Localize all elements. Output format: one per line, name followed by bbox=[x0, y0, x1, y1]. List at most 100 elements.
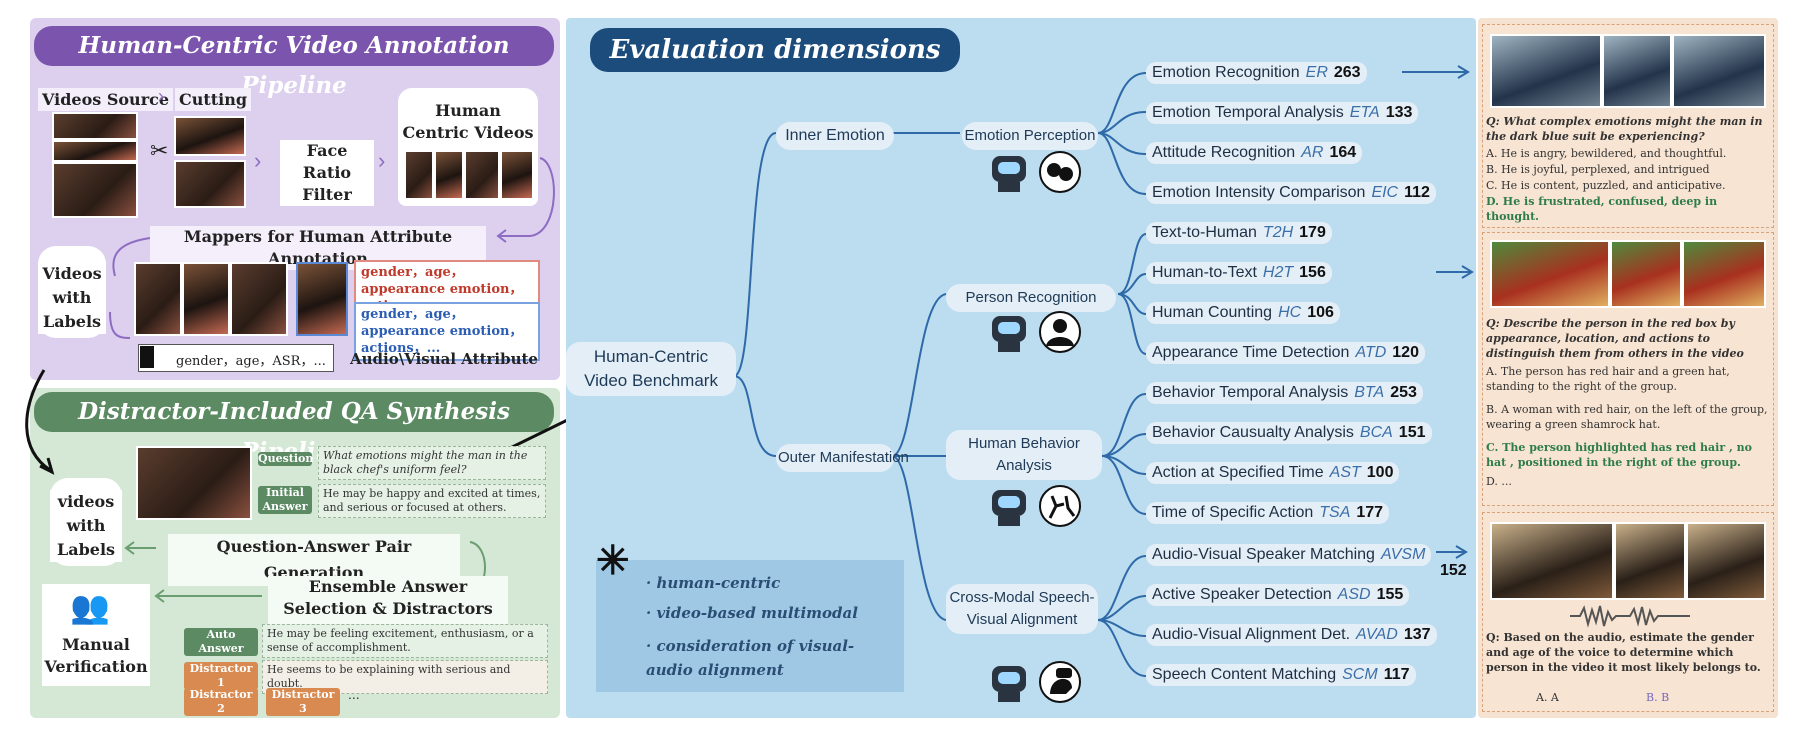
cut-thumbnail bbox=[174, 116, 246, 156]
auto-answer-text: He may be feeling excitement, enthusiasm… bbox=[262, 624, 548, 658]
robot-person-icon bbox=[990, 310, 1090, 354]
human-centric-videos-label: Human Centric Videos bbox=[400, 100, 536, 144]
example-question: Q: What complex emotions might the man i… bbox=[1486, 115, 1763, 143]
example-frame bbox=[1602, 34, 1672, 108]
emotion-perception-node: Emotion Perception bbox=[962, 122, 1098, 150]
robot-behavior-icon bbox=[990, 484, 1090, 528]
example-frame bbox=[1682, 240, 1766, 308]
hc-thumbnail bbox=[464, 150, 500, 200]
example-option: C. He is content, puzzled, and anticipat… bbox=[1486, 179, 1726, 192]
feature-item: · human-centric bbox=[646, 574, 781, 592]
example-frame bbox=[1686, 522, 1766, 600]
arrow-right-icon: › bbox=[254, 148, 262, 173]
speaker-icon bbox=[140, 346, 154, 368]
root-node: Human-Centric Video Benchmark bbox=[566, 342, 736, 396]
arrow-right-icon: › bbox=[158, 86, 164, 106]
distractor-ellipsis: ... bbox=[348, 686, 360, 702]
feature-item: · video-based multimodal bbox=[646, 604, 858, 622]
cutting-label: Cutting bbox=[175, 88, 252, 111]
distractor-1-tag: Distractor 1 bbox=[184, 662, 258, 690]
source-thumbnail bbox=[52, 140, 138, 162]
evaluation-title: Evaluation dimensions bbox=[590, 28, 960, 72]
tree-connectors bbox=[733, 65, 1474, 677]
users-icon: 👥 bbox=[70, 589, 110, 625]
av-attribute-label: Audio\Visual Attribute bbox=[350, 350, 538, 368]
example-frame bbox=[1490, 522, 1614, 600]
qa-thumbnail bbox=[136, 446, 252, 520]
robot-emotion-icon bbox=[990, 150, 1090, 194]
videos-with-labels-label: Videos with Labels bbox=[38, 262, 106, 334]
example-option: A. He is angry, bewildered, and thoughtf… bbox=[1486, 147, 1727, 160]
example-option: A. A bbox=[1536, 691, 1559, 704]
human-behavior-analysis-node: Human Behavior Analysis bbox=[946, 430, 1102, 480]
example-frame bbox=[1610, 240, 1682, 308]
hc-thumbnail bbox=[404, 150, 434, 200]
audio-attribute-text: gender，age，ASR，... bbox=[176, 354, 326, 369]
example-frame bbox=[1672, 34, 1766, 108]
example-option: B. He is joyful, perplexed, and intrigue… bbox=[1486, 163, 1710, 176]
question-text: What emotions might the man in the black… bbox=[318, 446, 546, 480]
distractor-3-tag: Distractor 3 bbox=[266, 688, 340, 716]
example-question: Q: Describe the person in the red box by… bbox=[1486, 317, 1744, 360]
asterisk-icon: ✳ bbox=[596, 539, 630, 583]
example-answer: D. He is frustrated, confused, deep in t… bbox=[1486, 195, 1718, 223]
initial-answer-text: He may be happy and excited at times, an… bbox=[318, 484, 546, 518]
auto-answer-tag: Auto Answer bbox=[184, 628, 258, 656]
annotation-connectors bbox=[109, 157, 555, 339]
videos-source-label: Videos Source bbox=[38, 88, 174, 111]
distractor-2-tag: Distractor 2 bbox=[184, 688, 258, 716]
example-option: B. B bbox=[1646, 691, 1670, 704]
cut-thumbnail bbox=[174, 160, 246, 208]
question-tag: Question bbox=[258, 452, 314, 466]
hc-thumbnail bbox=[500, 150, 534, 200]
example-question: Q: Based on the audio, estimate the gend… bbox=[1486, 631, 1761, 674]
arrow-right-icon: › bbox=[378, 148, 386, 173]
inner-emotion-node: Inner Emotion bbox=[776, 122, 894, 150]
face-ratio-filter: Face Ratio Filter bbox=[280, 140, 374, 206]
example-frame bbox=[1490, 240, 1610, 308]
mapper-thumbnail bbox=[182, 262, 230, 336]
example-frame bbox=[1490, 34, 1602, 108]
source-thumbnail bbox=[52, 112, 138, 140]
person-recognition-node: Person Recognition bbox=[946, 284, 1116, 312]
example-option: A. The person has red hair and a green h… bbox=[1486, 365, 1730, 393]
manual-verification-label: Manual Verification bbox=[42, 634, 150, 678]
videos-with-labels-label: videos with Labels bbox=[50, 490, 122, 562]
example-option: D. ... bbox=[1486, 475, 1512, 488]
robot-speech-icon bbox=[990, 660, 1090, 704]
example-option: B. A woman with red hair, on the left of… bbox=[1486, 403, 1768, 431]
example-frame bbox=[1614, 522, 1686, 600]
attribute-box-blue: gender，age，appearance emotion，actions，..… bbox=[354, 302, 540, 361]
initial-answer-tag: Initial Answer bbox=[258, 486, 312, 514]
dim-avsm-count: 152 bbox=[1440, 562, 1467, 579]
source-thumbnail bbox=[52, 162, 138, 218]
outer-manifestation-node: Outer Manifestation bbox=[776, 444, 909, 472]
feature-item: · consideration of visual-audio alignmen… bbox=[646, 637, 855, 679]
distractor-title: Distractor-Included QA Synthesis Pipelin… bbox=[34, 392, 554, 465]
mapper-thumbnail bbox=[296, 262, 348, 336]
cross-modal-node: Cross-Modal Speech-Visual Alignment bbox=[946, 584, 1098, 634]
mapper-thumbnail bbox=[230, 262, 288, 336]
mapper-thumbnail bbox=[134, 262, 182, 336]
features-box bbox=[596, 560, 904, 692]
scissors-icon: ✂ bbox=[150, 138, 169, 163]
waveform-icon bbox=[1570, 605, 1690, 628]
hc-thumbnail bbox=[434, 150, 464, 200]
audio-attribute-box bbox=[138, 344, 334, 372]
example-answer: C. The person highlighted has red hair ,… bbox=[1486, 441, 1752, 469]
